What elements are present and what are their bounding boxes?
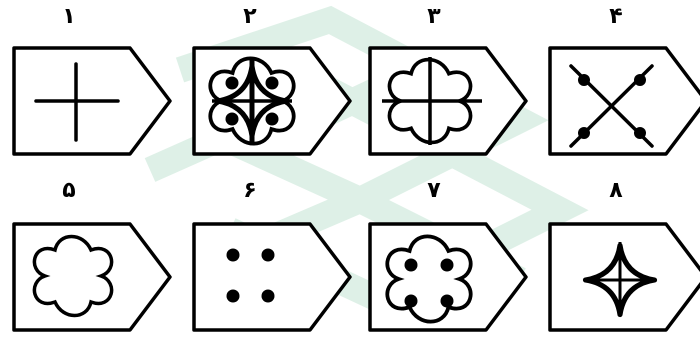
clover-star-dots-shape <box>210 57 293 145</box>
figure-1 <box>14 48 170 154</box>
figure-2 <box>194 48 350 154</box>
figure-7 <box>370 224 526 330</box>
figure-3 <box>370 48 526 154</box>
figure-6 <box>194 224 350 330</box>
figure-5 <box>14 224 170 330</box>
figure-8 <box>550 224 700 330</box>
figure-4 <box>550 48 700 154</box>
